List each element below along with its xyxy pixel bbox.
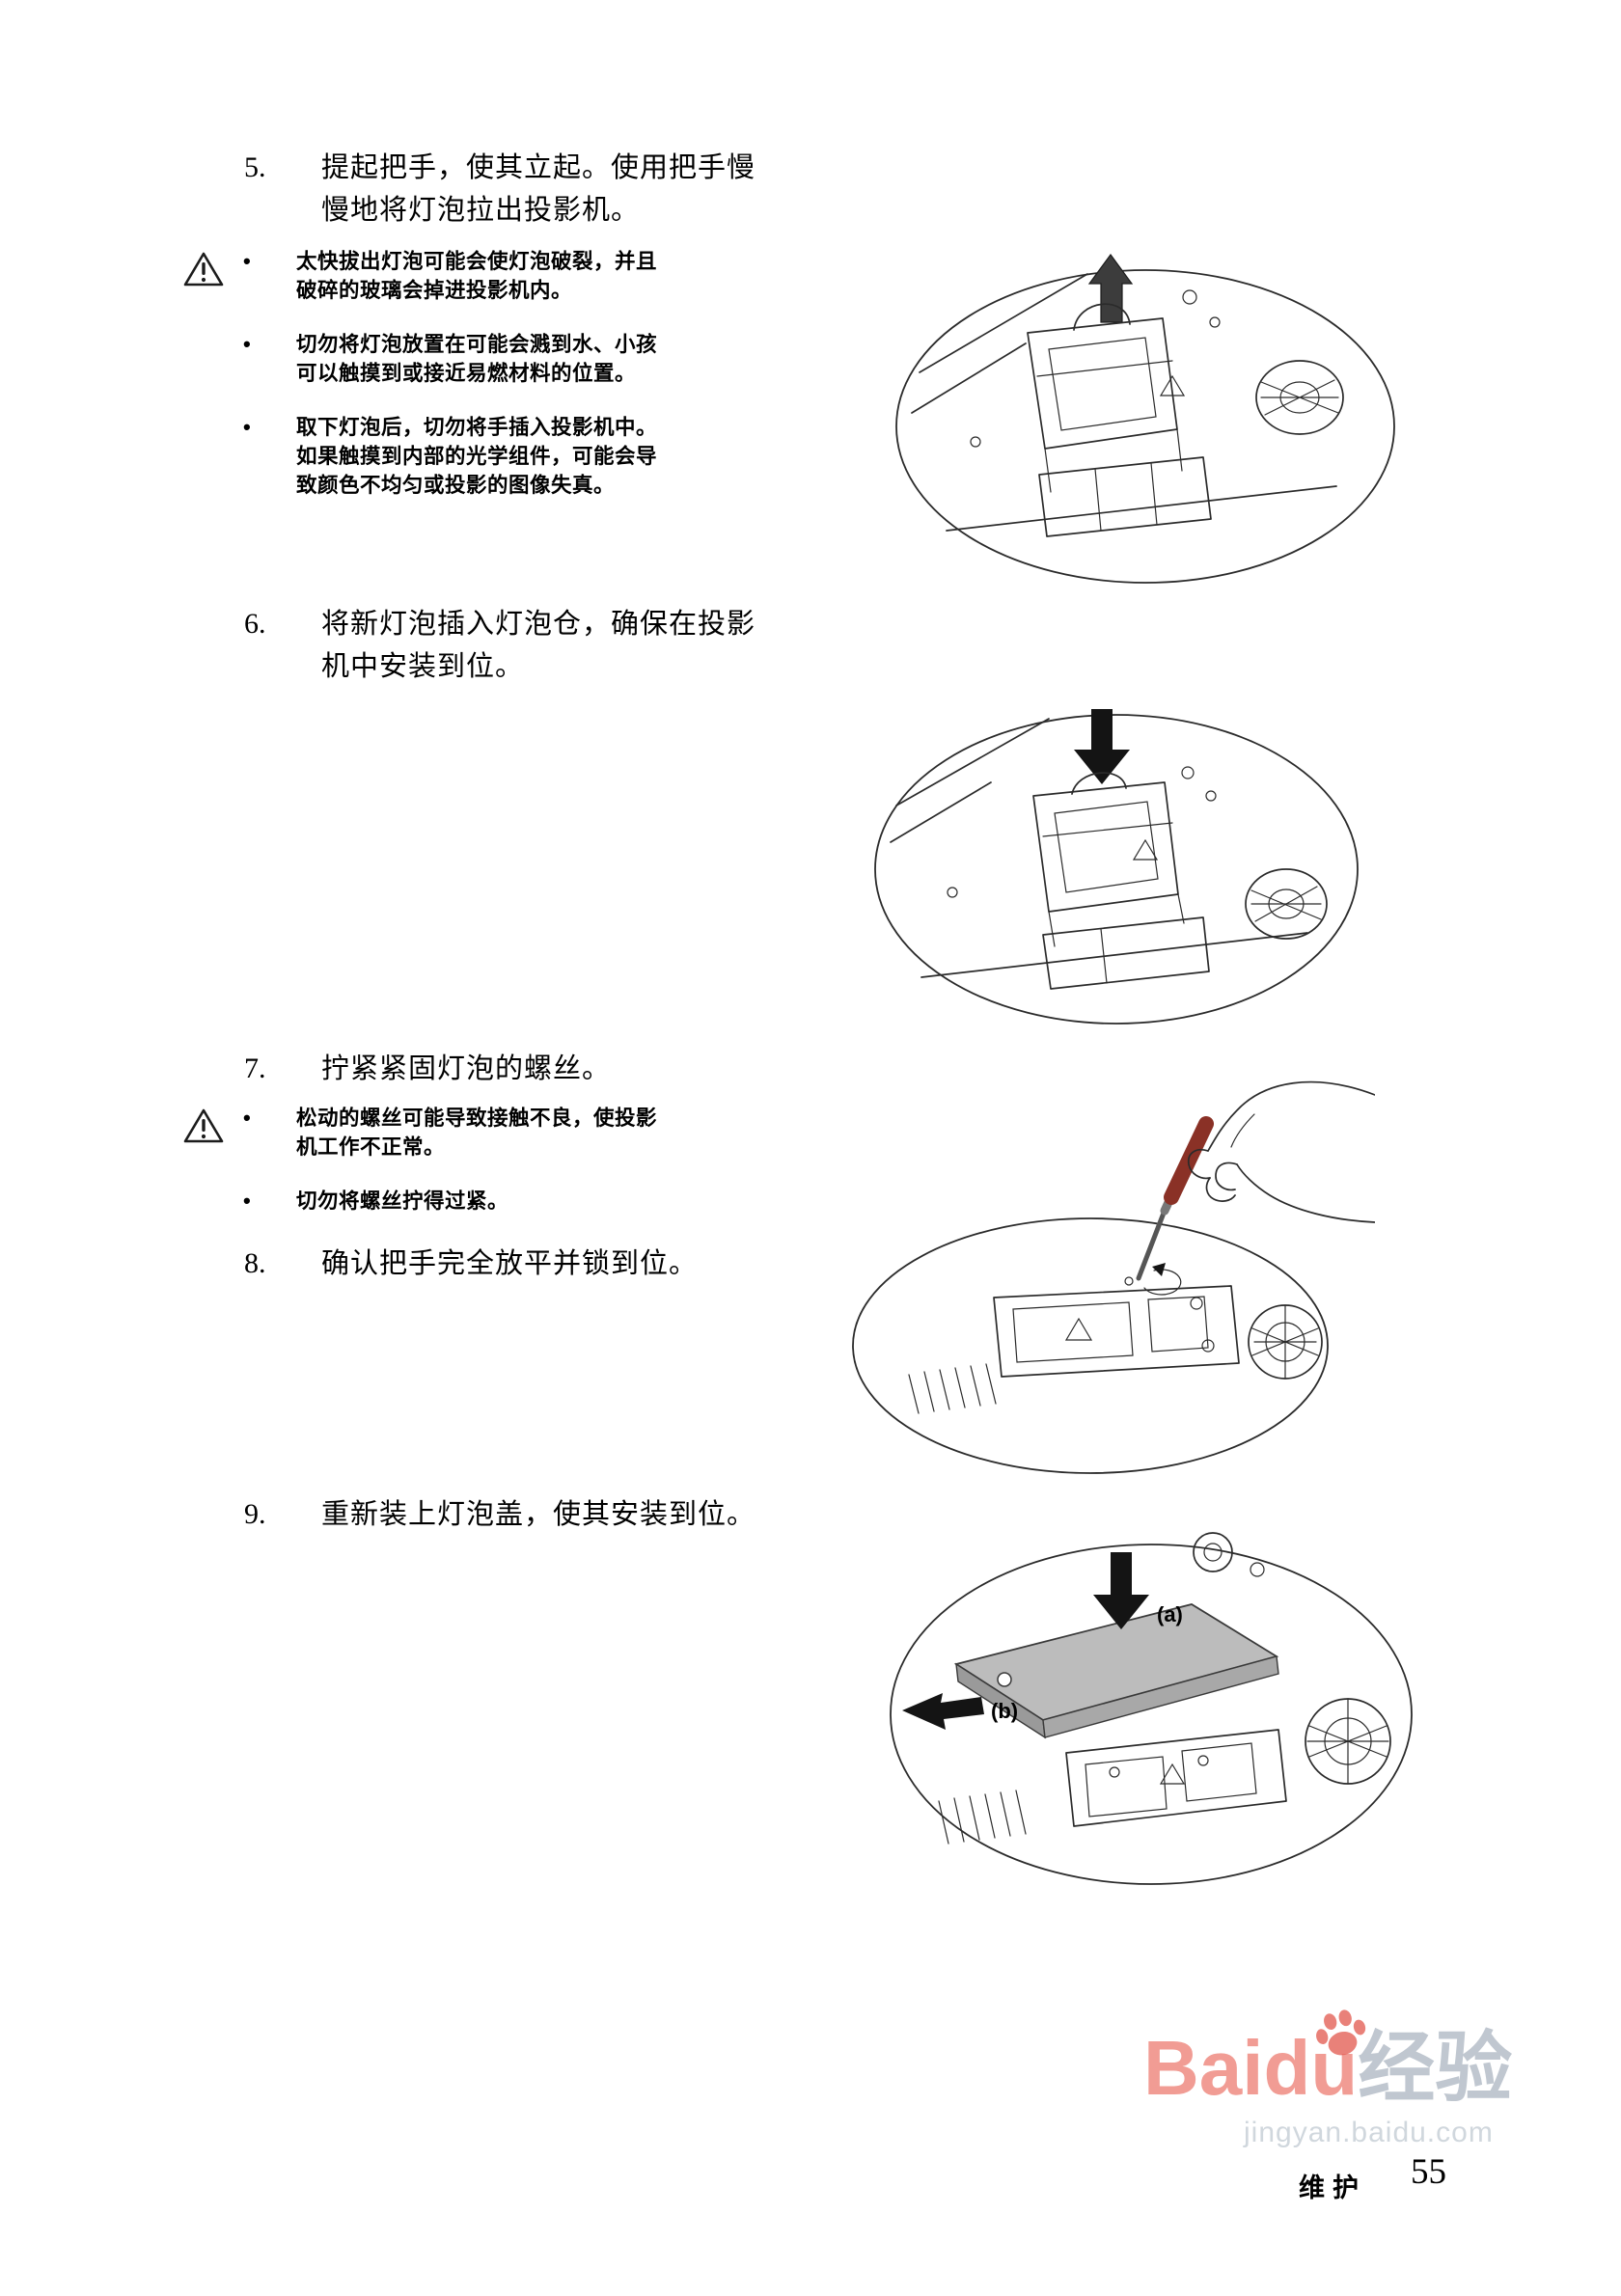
step-number: 8. (244, 1247, 266, 1279)
step-number: 6. (244, 608, 266, 640)
warning-triangle-icon (183, 1107, 224, 1144)
warning-triangle-icon (183, 251, 224, 287)
figure-label-a: (a) (1157, 1602, 1183, 1626)
warning-item: 切勿将灯泡放置在可能会溅到水、小孩可以触摸到或接近易燃材料的位置。 (243, 330, 673, 388)
warning-item: 松动的螺丝可能导致接触不良，使投影机工作不正常。 (243, 1104, 673, 1162)
step-5: 5. 提起把手，使其立起。使用把手慢慢地将灯泡拉出投影机。 (244, 147, 757, 232)
footer-page-number: 55 (1411, 2152, 1446, 2192)
step-text: 重新装上灯泡盖，使其安装到位。 (321, 1499, 756, 1530)
step-text: 拧紧紧固灯泡的螺丝。 (321, 1053, 612, 1084)
step-8: 8. 确认把手完全放平并锁到位。 (244, 1243, 757, 1285)
figure-lamp-pull-out (883, 241, 1404, 593)
step-9: 9. 重新装上灯泡盖，使其安装到位。 (244, 1493, 757, 1536)
watermark-suffix: 经验 (1358, 2025, 1513, 2111)
step-text: 将新灯泡插入灯泡仓，确保在投影机中安装到位。 (321, 609, 756, 682)
warning-list-lamp: 太快拔出灯泡可能会使灯泡破裂，并且破碎的玻璃会掉进投影机内。 切勿将灯泡放置在可… (243, 247, 673, 525)
warning-list-screws: 松动的螺丝可能导致接触不良，使投影机工作不正常。 切勿将螺丝拧得过紧。 (243, 1104, 673, 1241)
figure-label-b: (b) (991, 1699, 1019, 1723)
baidu-jingyan-watermark: Baidu经验 jingyan.baidu.com (1143, 2009, 1513, 2149)
warning-item: 取下灯泡后，切勿将手插入投影机中。如果触摸到内部的光学组件，可能会导致颜色不均匀… (243, 413, 673, 500)
step-text: 确认把手完全放平并锁到位。 (321, 1248, 699, 1279)
figure-lamp-cover: (a) (b) (873, 1510, 1428, 1896)
watermark-brand-line: Baidu经验 (1143, 2009, 1513, 2113)
figure-lamp-insert (864, 680, 1365, 1032)
step-number: 5. (244, 151, 266, 183)
warning-item: 切勿将螺丝拧得过紧。 (243, 1187, 673, 1216)
step-text: 提起把手，使其立起。使用把手慢慢地将灯泡拉出投影机。 (321, 152, 756, 226)
figure-tighten-screws (849, 1056, 1375, 1486)
watermark-url: jingyan.baidu.com (1244, 2117, 1494, 2148)
step-6: 6. 将新灯泡插入灯泡仓，确保在投影机中安装到位。 (244, 603, 757, 688)
step-number: 7. (244, 1052, 266, 1084)
step-number: 9. (244, 1498, 266, 1530)
step-7: 7. 拧紧紧固灯泡的螺丝。 (244, 1048, 757, 1090)
paw-print-icon (1302, 1985, 1371, 2056)
footer-section-title: 维护 (1299, 2173, 1366, 2202)
warning-item: 太快拔出灯泡可能会使灯泡破裂，并且破碎的玻璃会掉进投影机内。 (243, 247, 673, 305)
